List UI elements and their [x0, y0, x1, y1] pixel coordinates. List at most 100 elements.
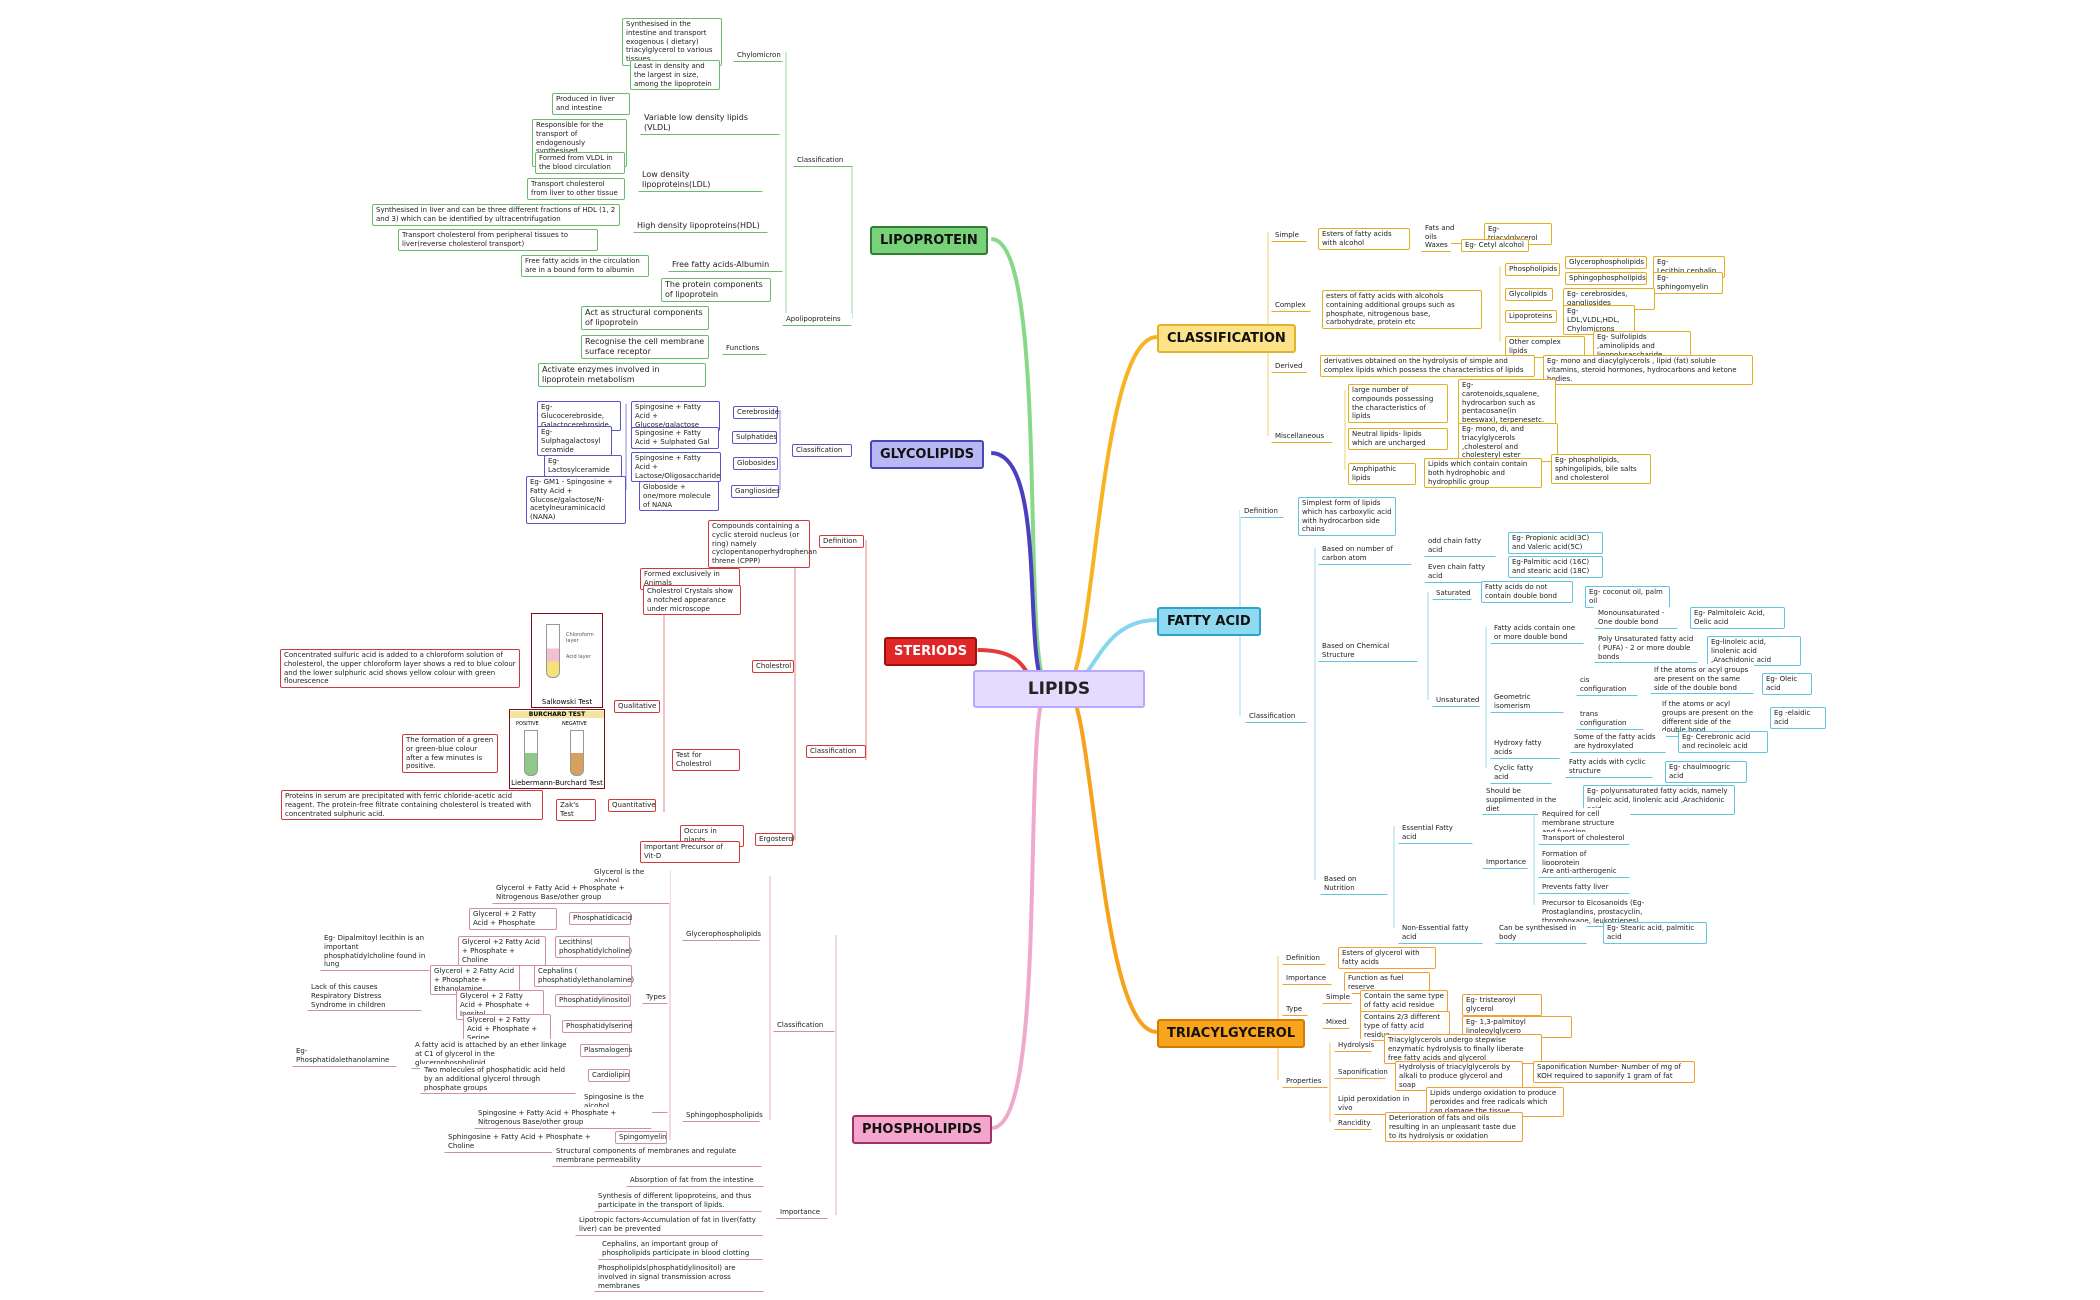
- triacyl-node[interactable]: Type: [1282, 1003, 1308, 1016]
- steriods-node[interactable]: Cholestrol Crystals show a notched appea…: [643, 585, 741, 616]
- steriods-node[interactable]: Cholestrol: [752, 660, 794, 673]
- classification-node[interactable]: Waxes: [1421, 239, 1451, 252]
- triacyl-node[interactable]: Eg- tristearoyl glycerol: [1462, 994, 1542, 1016]
- fatty-node[interactable]: Eg-Palmitic acid (16C) and stearic acid …: [1508, 556, 1603, 578]
- glycolipids-node[interactable]: Cerebroside: [733, 406, 779, 419]
- triacyl-node[interactable]: Function as fuel reserve: [1344, 972, 1430, 994]
- glycolipids-node[interactable]: Classification: [792, 444, 852, 457]
- fatty-node[interactable]: Based on number of carbon atom: [1318, 543, 1412, 565]
- fatty-node[interactable]: Monounsaturated - One double bond: [1594, 607, 1678, 629]
- triacyl-node[interactable]: Lipid peroxidation in vivo: [1334, 1093, 1414, 1115]
- lipoprotein-node[interactable]: Free fatty acids-Albumin: [668, 258, 783, 272]
- glycolipids-node[interactable]: Spingosine + Fatty Acid + Glucose/galact…: [631, 401, 720, 432]
- fatty-node[interactable]: Eg- Oleic acid: [1762, 673, 1812, 695]
- classification-node[interactable]: Eg- mono and diacylglycerols , lipid (fa…: [1543, 355, 1753, 386]
- lipoprotein-node[interactable]: Act as structural components of lipoprot…: [581, 306, 709, 330]
- fatty-node[interactable]: Unsaturated: [1432, 694, 1480, 707]
- fatty-node[interactable]: Eg- Propionic acid(3C) and Valeric acid(…: [1508, 532, 1603, 554]
- fatty-node[interactable]: Should be supplimented in the diet: [1482, 785, 1574, 816]
- branch-lipoprotein[interactable]: LIPOPROTEIN: [870, 226, 988, 255]
- phospholipids-node[interactable]: Plasmalogens: [580, 1044, 632, 1057]
- branch-glycolipids[interactable]: GLYCOLIPIDS: [870, 440, 985, 469]
- phospholipids-node[interactable]: Phospholipids(phosphatidylinositol) are …: [594, 1262, 764, 1293]
- lipoprotein-node[interactable]: Transport cholesterol from liver to othe…: [527, 178, 625, 200]
- phospholipids-node[interactable]: Phosphatidylserine: [562, 1020, 633, 1033]
- fatty-node[interactable]: Classification: [1245, 710, 1307, 723]
- fatty-node[interactable]: trans configuration: [1576, 708, 1644, 730]
- classification-node[interactable]: Complex: [1271, 299, 1311, 312]
- fatty-node[interactable]: Eg- Stearic acid, palmitic acid: [1603, 922, 1707, 944]
- classification-node[interactable]: Phospholipids: [1505, 263, 1560, 276]
- branch-fatty[interactable]: FATTY ACID: [1157, 607, 1261, 636]
- classification-node[interactable]: Neutral lipids- lipids which are uncharg…: [1348, 428, 1448, 450]
- fatty-node[interactable]: Simplest form of lipids which has carbox…: [1298, 497, 1396, 536]
- lipoprotein-node[interactable]: Chylomicron: [733, 49, 783, 62]
- triacyl-node[interactable]: Mixed: [1322, 1016, 1350, 1029]
- root-topic-lipids[interactable]: LIPIDS: [973, 670, 1145, 708]
- branch-classification[interactable]: CLASSIFICATION: [1157, 324, 1296, 353]
- glycolipids-node[interactable]: Gangliosides: [731, 485, 780, 498]
- glycolipids-node[interactable]: Globosides: [733, 457, 778, 470]
- fatty-node[interactable]: Based on Chemical Structure: [1318, 640, 1418, 662]
- lipoprotein-node[interactable]: Recognise the cell membrane surface rece…: [581, 335, 709, 359]
- phospholipids-node[interactable]: Sphingophospholipids: [682, 1109, 763, 1122]
- steriods-node[interactable]: Quantitative: [608, 799, 656, 812]
- classification-node[interactable]: Eg- sphingomyelin: [1653, 272, 1723, 294]
- phospholipids-node[interactable]: Lack of this causes Respiratory Distress…: [307, 981, 422, 1012]
- fatty-node[interactable]: Are anti-artherogenic: [1538, 865, 1630, 878]
- classification-node[interactable]: large number of compounds possessing the…: [1348, 384, 1448, 423]
- fatty-node[interactable]: If the atoms or acyl groups are present …: [1658, 698, 1758, 737]
- steriods-node[interactable]: Compounds containing a cyclic steroid nu…: [708, 520, 817, 568]
- branch-steriods[interactable]: STERIODS: [884, 637, 978, 666]
- phospholipids-node[interactable]: Eg- Phosphatidalethanolamine: [292, 1045, 397, 1067]
- phospholipids-node[interactable]: Spingosine + Fatty Acid + Phosphate + Ni…: [474, 1107, 652, 1129]
- phospholipids-node[interactable]: Glycerol + Fatty Acid + Phosphate + Nitr…: [492, 882, 670, 904]
- classification-node[interactable]: Derived: [1271, 360, 1307, 373]
- fatty-node[interactable]: Eg- Palmitoleic Acid, Oelic acid: [1690, 607, 1785, 629]
- classification-node[interactable]: Eg- mono, di, and triacylglycerols ,chol…: [1458, 423, 1558, 462]
- classification-node[interactable]: derivatives obtained on the hydrolysis o…: [1320, 355, 1535, 377]
- fatty-node[interactable]: Importance: [1482, 856, 1528, 869]
- steriods-node[interactable]: Definition: [819, 535, 864, 548]
- classification-node[interactable]: Eg- carotenoids,squalene, hydrocarbon su…: [1458, 379, 1556, 427]
- fatty-node[interactable]: Eg- chaulmoogric acid: [1665, 761, 1747, 783]
- lipoprotein-node[interactable]: Free fatty acids in the circulation are …: [521, 255, 649, 277]
- classification-node[interactable]: Eg- phospholipids, sphingolipids, bile s…: [1551, 454, 1651, 485]
- lipoprotein-node[interactable]: The protein components of lipoprotein: [661, 278, 771, 302]
- steriods-node[interactable]: Test for Cholestrol: [672, 749, 740, 771]
- glycolipids-node[interactable]: Eg- GM1 - Spingosine + Fatty Acid + Gluc…: [526, 476, 626, 524]
- classification-node[interactable]: Lipids which contain contain both hydrop…: [1424, 458, 1542, 489]
- triacyl-node[interactable]: Importance: [1282, 972, 1332, 985]
- classification-node[interactable]: Lipoproteins: [1505, 310, 1557, 323]
- phospholipids-node[interactable]: Phosphatidylinositol: [555, 994, 631, 1007]
- triacyl-node[interactable]: Definition: [1282, 952, 1326, 965]
- fatty-node[interactable]: Some of the fatty acids are hydroxylated: [1570, 731, 1666, 753]
- glycolipids-node[interactable]: Eg- Lactosylceramide: [544, 455, 622, 477]
- phospholipids-node[interactable]: Absorption of fat from the intestine: [626, 1174, 764, 1187]
- fatty-node[interactable]: If the atoms or acyl groups are present …: [1650, 664, 1754, 695]
- steriods-node[interactable]: Qualitative: [614, 700, 660, 713]
- glycolipids-node[interactable]: Sulphatides: [732, 431, 777, 444]
- triacyl-node[interactable]: Hydrolysis: [1334, 1039, 1374, 1052]
- steriods-node[interactable]: Zak's Test: [556, 799, 596, 821]
- phospholipids-node[interactable]: Structural components of membranes and r…: [552, 1145, 762, 1167]
- lipoprotein-node[interactable]: Functions: [722, 342, 767, 355]
- fatty-node[interactable]: Eg- Cerebronic acid and recinoleic acid: [1678, 731, 1768, 753]
- lipoprotein-node[interactable]: Synthesised in liver and can be three di…: [372, 204, 620, 226]
- fatty-node[interactable]: Even chain fatty acid: [1424, 561, 1496, 583]
- fatty-node[interactable]: Fatty acids do not contain double bond: [1481, 581, 1573, 603]
- classification-node[interactable]: Eg- Cetyl alcohol: [1461, 239, 1529, 252]
- triacyl-node[interactable]: Contain the same type of fatty acid resi…: [1360, 990, 1448, 1012]
- lipoprotein-node[interactable]: Activate enzymes involved in lipoprotein…: [538, 363, 706, 387]
- fatty-node[interactable]: Definition: [1240, 505, 1284, 518]
- classification-node[interactable]: Esters of fatty acids with alcohol: [1318, 228, 1410, 250]
- fatty-node[interactable]: Prevents fatty liver: [1538, 881, 1630, 894]
- classification-node[interactable]: Miscellaneous: [1271, 430, 1333, 443]
- glycolipids-node[interactable]: Spingosine + Fatty Acid + Sulphated Gal: [631, 427, 719, 449]
- phospholipids-node[interactable]: Glycerol +2 Fatty Acid + Phosphate + Cho…: [458, 936, 546, 967]
- phospholipids-node[interactable]: Eg- Dipalmitoyl lecithin is an important…: [320, 932, 430, 971]
- fatty-node[interactable]: Hydroxy fatty acids: [1490, 737, 1560, 759]
- fatty-node[interactable]: cis configuration: [1576, 674, 1638, 696]
- glycolipids-node[interactable]: Spingosine + Fatty Acid + Lactose/Oligos…: [631, 452, 721, 483]
- fatty-node[interactable]: Transport of cholesterol: [1538, 832, 1630, 845]
